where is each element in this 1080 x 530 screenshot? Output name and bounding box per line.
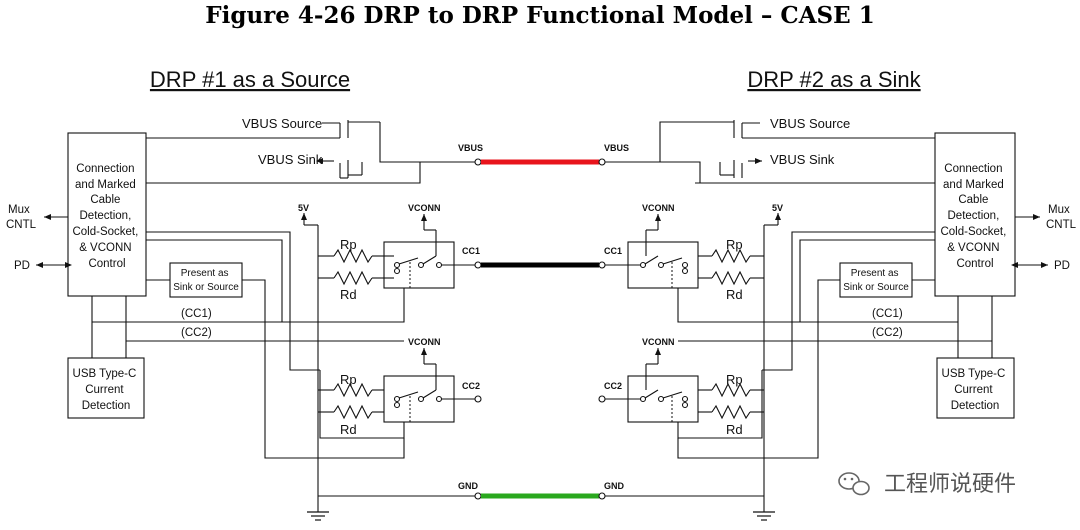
left-present-box xyxy=(169,262,243,298)
left-cc2-bus-label: (CC2) xyxy=(181,327,212,339)
left-vbus-label: VBUS xyxy=(458,143,483,153)
right-usb-detect-text: USB Type-C Current Detection xyxy=(942,368,1009,412)
left-rp2-label: Rp xyxy=(340,372,357,387)
right-usb-detect-box xyxy=(936,357,1015,419)
left-present-text: Present as Sink or Source xyxy=(173,268,239,293)
left-usb-detect-box xyxy=(67,357,145,419)
right-5v-label: 5V xyxy=(772,203,783,213)
left-rp1-label: Rp xyxy=(340,237,357,252)
left-cc2-label: CC2 xyxy=(462,381,480,391)
right-present-box xyxy=(839,262,913,298)
right-vconn2-label: VCONN xyxy=(642,337,675,347)
right-pd-label: PD xyxy=(1054,260,1070,272)
watermark: 工程师说硬件 xyxy=(838,472,1016,497)
left-pd-label: PD xyxy=(14,260,30,272)
left-mux-label: Mux xyxy=(8,204,30,216)
right-vbus-sink-label: VBUS Sink xyxy=(770,152,835,167)
right-mux-label: Mux xyxy=(1048,204,1070,216)
left-vbus-sink-label: VBUS Sink xyxy=(258,152,323,167)
figure-title: Figure 4-26 DRP to DRP Functional Model … xyxy=(205,2,874,29)
left-ground-icon xyxy=(306,511,330,521)
left-usb-detect-text: USB Type-C Current Detection xyxy=(73,368,140,412)
right-cc2-bus-label: (CC2) xyxy=(872,327,903,339)
right-gnd-label: GND xyxy=(604,481,625,491)
right-rp2-label: Rp xyxy=(726,372,743,387)
right-heading: DRP #2 as a Sink xyxy=(747,67,921,92)
right-cntl-label: CNTL xyxy=(1046,219,1077,231)
wechat-icon xyxy=(838,472,870,496)
right-cc2-label: CC2 xyxy=(604,381,622,391)
right-ground-icon xyxy=(752,511,776,521)
right-rd1-label: Rd xyxy=(726,287,743,302)
left-cc1-bus-label: (CC1) xyxy=(181,308,212,320)
left-heading: DRP #1 as a Source xyxy=(150,67,350,92)
left-gnd-label: GND xyxy=(458,481,479,491)
right-vconn1-label: VCONN xyxy=(642,203,675,213)
left-vconn2-label: VCONN xyxy=(408,337,441,347)
right-cc1-bus-label: (CC1) xyxy=(872,308,903,320)
left-5v-label: 5V xyxy=(298,203,309,213)
right-rd2-label: Rd xyxy=(726,422,743,437)
right-rp1-label: Rp xyxy=(726,237,743,252)
left-cntl-label: CNTL xyxy=(6,219,37,231)
watermark-text: 工程师说硬件 xyxy=(884,472,1016,497)
drp1-circuit: Connection and Marked Cable Detection, C… xyxy=(6,116,483,521)
left-control-box xyxy=(67,132,147,297)
drp2-circuit: VBUS CC1 CC2 GND Connection and Marked C… xyxy=(598,116,1077,521)
right-vbus-label: VBUS xyxy=(604,143,629,153)
right-control-text: Connection and Marked Cable Detection, C… xyxy=(940,163,1009,270)
right-cc1-label: CC1 xyxy=(604,246,622,256)
left-control-text: Connection and Marked Cable Detection, C… xyxy=(72,163,141,270)
left-rd1-label: Rd xyxy=(340,287,357,302)
left-vbus-source-label: VBUS Source xyxy=(242,116,322,131)
left-vconn1-label: VCONN xyxy=(408,203,441,213)
right-vbus-source-label: VBUS Source xyxy=(770,116,850,131)
right-control-box xyxy=(934,132,1016,297)
right-present-text: Present as Sink or Source xyxy=(843,268,909,293)
left-rd2-label: Rd xyxy=(340,422,357,437)
left-cc1-label: CC1 xyxy=(462,246,480,256)
